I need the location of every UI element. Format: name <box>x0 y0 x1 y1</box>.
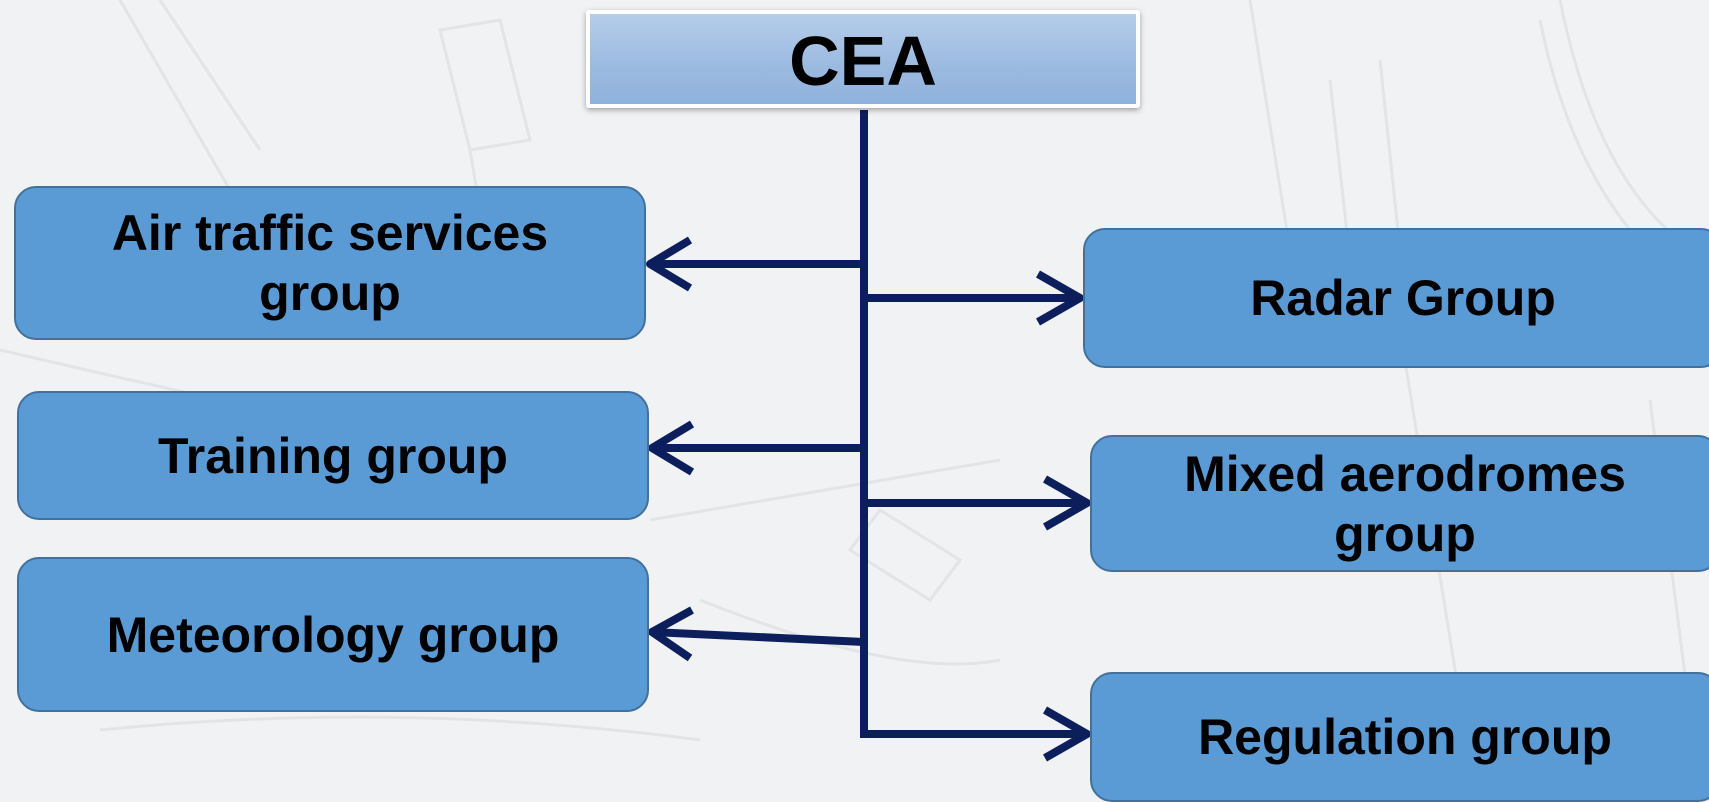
arrowhead-ats <box>646 236 693 292</box>
meteorology-group-box: Meteorology group <box>17 557 649 712</box>
root-node-box: CEA <box>586 10 1140 108</box>
arrowhead-mixed <box>1043 475 1091 531</box>
ats-group-box: Air traffic services group <box>14 186 646 340</box>
meteorology-group-label: Meteorology group <box>106 606 560 663</box>
regulation-group-label: Regulation group <box>1198 709 1612 765</box>
radar-group-box: Radar Group <box>1083 228 1709 368</box>
arrowhead-regulation <box>1043 706 1091 762</box>
branch-meteorology <box>651 628 865 646</box>
root-node-label: CEA <box>789 22 937 100</box>
ats-group-label: Air traffic services group <box>111 205 549 321</box>
radar-group-label: Radar Group <box>1250 270 1556 326</box>
arrowhead-radar <box>1036 270 1084 326</box>
mixed-aerodromes-group-box: Mixed aerodromes group <box>1090 435 1709 572</box>
arrowhead-meteorology <box>648 606 694 662</box>
arrowhead-training <box>648 420 695 476</box>
training-group-label: Training group <box>158 427 508 484</box>
mixed-aerodromes-group-label: Mixed aerodromes group <box>1184 445 1626 562</box>
regulation-group-box: Regulation group <box>1090 672 1709 802</box>
training-group-box: Training group <box>17 391 649 520</box>
